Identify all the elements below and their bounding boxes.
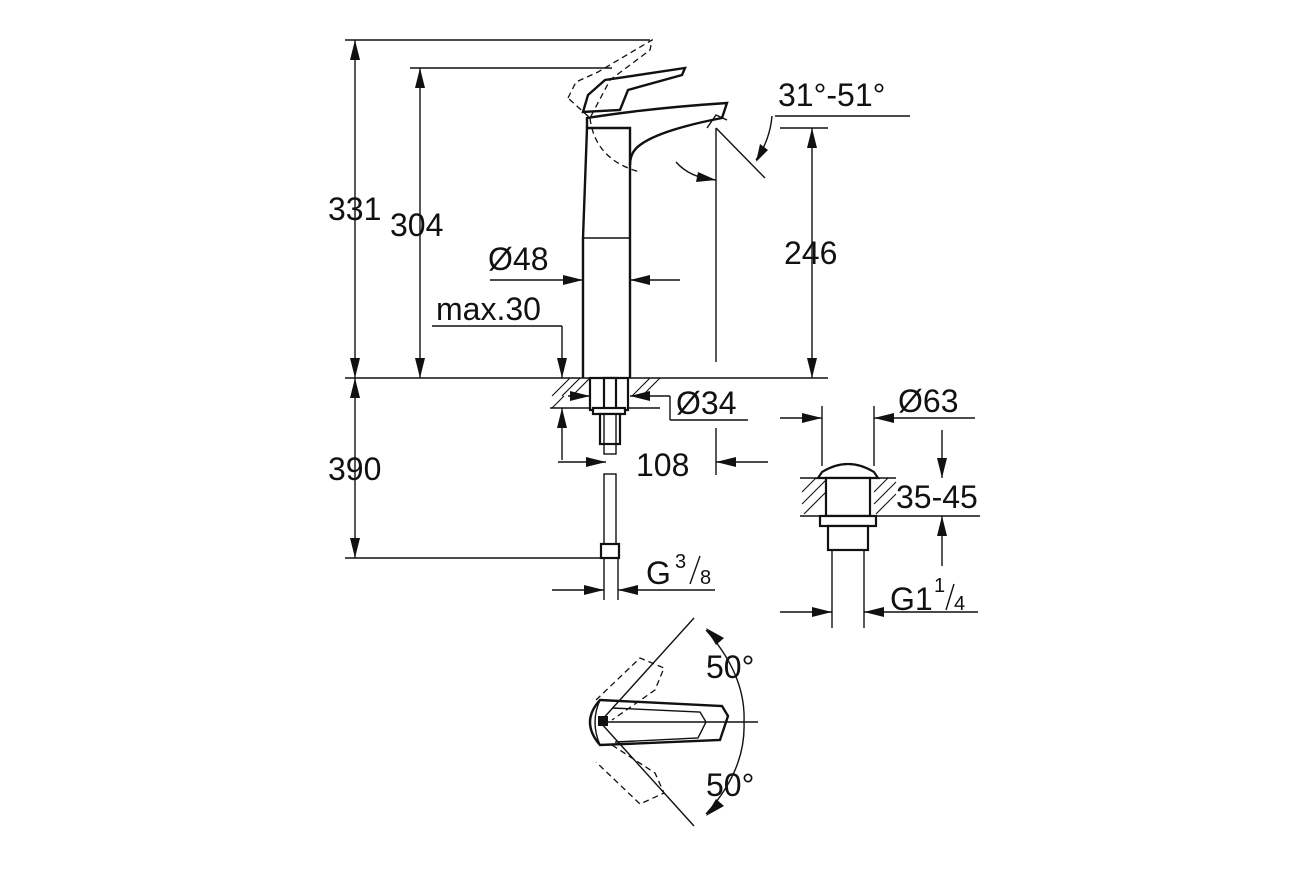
- label-outlet-height: 246: [784, 235, 837, 271]
- label-spout-reach: 108: [636, 447, 689, 483]
- label-spout-angle: 31°-51°: [778, 77, 885, 113]
- label-waste-thread-num: 1: [934, 575, 945, 597]
- waste-valve: [780, 406, 980, 628]
- label-lever-angle-bottom: 50°: [706, 767, 754, 803]
- label-hose-length: 390: [328, 451, 381, 487]
- label-total-height: 331: [328, 191, 381, 227]
- label-lever-angle-top: 50°: [706, 649, 754, 685]
- label-hose-thread-num: 3: [675, 551, 686, 573]
- label-waste-thread-den: 4: [954, 593, 965, 615]
- label-max-thickness: max.30: [436, 291, 541, 327]
- label-hose-thread: G: [646, 555, 671, 591]
- label-hole-diameter: Ø34: [676, 385, 736, 421]
- label-waste-diameter: Ø63: [898, 383, 958, 419]
- lever-top-view: [588, 617, 758, 827]
- label-spout-height: 304: [390, 207, 443, 243]
- faucet-side-view: [567, 38, 729, 378]
- dimension-lines: [345, 39, 910, 595]
- label-hose-thread-den: 8: [700, 567, 711, 589]
- label-body-diameter: Ø48: [488, 241, 548, 277]
- label-waste-range: 35-45: [896, 479, 978, 515]
- counter-section: [345, 376, 828, 446]
- label-waste-thread: G1: [890, 581, 933, 617]
- hose: [599, 413, 621, 600]
